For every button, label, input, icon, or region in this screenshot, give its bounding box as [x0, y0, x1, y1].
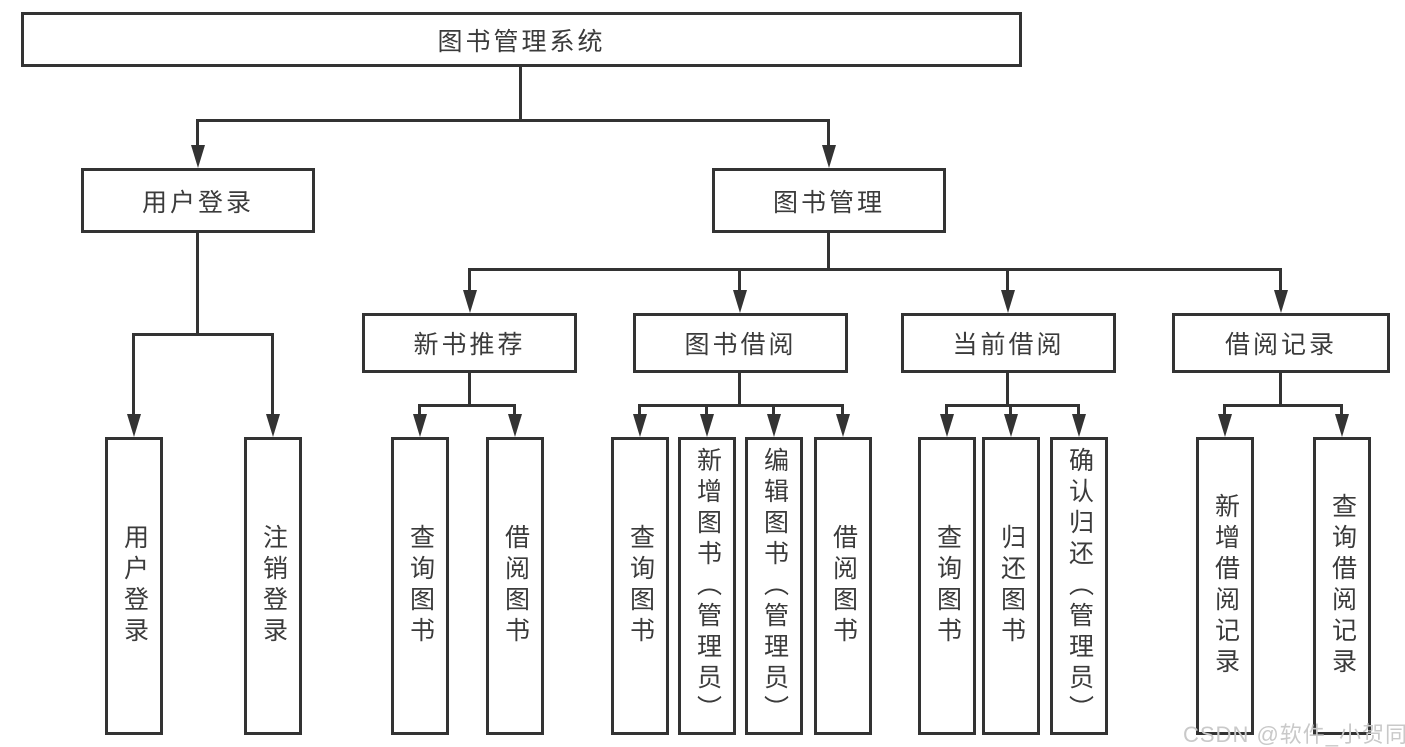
- leaf-label: 借阅图书: [501, 524, 530, 648]
- arrow-down-icon: [940, 414, 954, 437]
- leaf-label: 注销登录: [259, 524, 288, 648]
- arrow-down-icon: [836, 414, 850, 437]
- connector-line: [468, 371, 471, 407]
- arrow-down-icon: [1218, 414, 1232, 437]
- node-label: 图书借阅: [684, 331, 797, 359]
- leaf-confirm-return-admin: 确认归还（管理员）: [1050, 437, 1108, 735]
- connector-line: [841, 404, 844, 417]
- node-user-login: 用户登录: [81, 168, 315, 233]
- connector-line: [945, 404, 1080, 407]
- connector-line: [1077, 404, 1080, 417]
- connector-line: [468, 268, 471, 293]
- connector-line: [638, 404, 641, 417]
- node-current-borrowing: 当前借阅: [901, 313, 1116, 373]
- leaf-query-books-borrowing: 查询图书: [611, 437, 669, 735]
- arrow-down-icon: [733, 290, 747, 313]
- leaf-label: 查询图书: [406, 524, 435, 648]
- connector-line: [738, 268, 741, 293]
- arrow-down-icon: [191, 145, 205, 168]
- leaf-add-book-admin: 新增图书（管理员）: [678, 437, 736, 735]
- node-label: 用户登录: [141, 188, 254, 217]
- node-library-management-system: 图书管理系统: [21, 12, 1022, 67]
- connector-line: [513, 404, 516, 417]
- leaf-label: 新增借阅记录: [1211, 493, 1240, 679]
- node-borrowing-records: 借阅记录: [1172, 313, 1390, 373]
- leaf-logout: 注销登录: [244, 437, 302, 735]
- connector-line: [1009, 404, 1012, 417]
- leaf-label: 用户登录: [120, 524, 149, 648]
- connector-line: [1223, 404, 1226, 417]
- connector-line: [772, 404, 775, 417]
- leaf-label: 查询图书: [933, 524, 962, 648]
- leaf-label: 确认归还（管理员）: [1065, 446, 1094, 726]
- arrow-down-icon: [767, 414, 781, 437]
- connector-line: [1006, 371, 1009, 407]
- connector-line: [418, 404, 421, 417]
- connector-line: [1279, 268, 1282, 293]
- node-label: 新书推荐: [413, 331, 526, 359]
- connector-line: [468, 268, 1282, 271]
- arrow-down-icon: [413, 414, 427, 437]
- leaf-query-borrow-record: 查询借阅记录: [1313, 437, 1371, 735]
- arrow-down-icon: [1274, 290, 1288, 313]
- connector-line: [132, 333, 274, 336]
- connector-line: [1006, 268, 1009, 293]
- node-book-borrowing: 图书借阅: [633, 313, 848, 373]
- csdn-watermark: CSDN @软件_小贺同学: [1183, 722, 1405, 747]
- leaf-user-login: 用户登录: [105, 437, 163, 735]
- arrow-down-icon: [508, 414, 522, 437]
- leaf-label: 查询图书: [626, 524, 655, 648]
- node-label: 借阅记录: [1224, 331, 1337, 359]
- arrow-down-icon: [127, 414, 141, 437]
- leaf-return-book: 归还图书: [982, 437, 1040, 735]
- leaf-label: 查询借阅记录: [1328, 493, 1357, 679]
- leaf-label: 新增图书（管理员）: [693, 446, 722, 726]
- node-label: 图书管理: [772, 188, 885, 217]
- node-book-management: 图书管理: [712, 168, 946, 233]
- leaf-borrow-books-borrowing: 借阅图书: [814, 437, 872, 735]
- leaf-label: 编辑图书（管理员）: [760, 446, 789, 726]
- node-label: 当前借阅: [952, 331, 1065, 359]
- arrow-down-icon: [822, 145, 836, 168]
- node-new-book-recommend: 新书推荐: [362, 313, 577, 373]
- connector-line: [196, 119, 830, 122]
- arrow-down-icon: [700, 414, 714, 437]
- arrow-down-icon: [1335, 414, 1349, 437]
- connector-line: [132, 333, 135, 417]
- connector-line: [945, 404, 948, 417]
- arrow-down-icon: [1004, 414, 1018, 437]
- connector-line: [705, 404, 708, 417]
- connector-line: [1340, 404, 1343, 417]
- leaf-label: 归还图书: [997, 524, 1026, 648]
- leaf-label: 借阅图书: [829, 524, 858, 648]
- arrow-down-icon: [266, 414, 280, 437]
- arrow-down-icon: [1001, 290, 1015, 313]
- connector-line: [1279, 371, 1282, 407]
- connector-line: [827, 119, 830, 148]
- leaf-query-books-current: 查询图书: [918, 437, 976, 735]
- connector-line: [196, 119, 199, 148]
- leaf-edit-book-admin: 编辑图书（管理员）: [745, 437, 803, 735]
- connector-line: [519, 65, 522, 122]
- connector-line: [827, 231, 830, 271]
- leaf-query-books-recommend: 查询图书: [391, 437, 449, 735]
- arrow-down-icon: [633, 414, 647, 437]
- connector-line: [738, 371, 741, 407]
- arrow-down-icon: [1072, 414, 1086, 437]
- leaf-add-borrow-record: 新增借阅记录: [1196, 437, 1254, 735]
- leaf-borrow-books-recommend: 借阅图书: [486, 437, 544, 735]
- node-label: 图书管理系统: [437, 27, 606, 56]
- connector-line: [1223, 404, 1343, 407]
- connector-line: [271, 333, 274, 417]
- connector-line: [418, 404, 516, 407]
- arrow-down-icon: [463, 290, 477, 313]
- connector-line: [196, 231, 199, 336]
- connector-line: [638, 404, 844, 407]
